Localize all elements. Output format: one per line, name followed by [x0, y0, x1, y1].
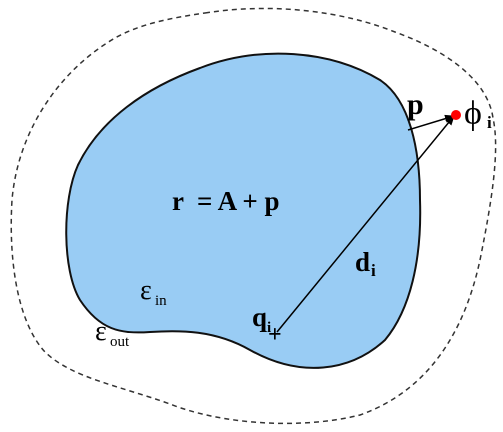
charge-marker: + — [268, 322, 282, 348]
outer-dielectric-label: ε — [95, 316, 107, 347]
potential-point — [451, 110, 461, 120]
probe-vector-arrow — [407, 114, 455, 131]
inner-dielectric-label: ε — [140, 275, 152, 306]
outer-dielectric-sub: out — [110, 334, 130, 350]
potential-label: ϕ — [464, 95, 482, 132]
potential-index: i — [487, 113, 492, 132]
probe-vector-label: p — [407, 88, 424, 121]
equation-label: r = A + p — [172, 186, 280, 216]
outer-dashed-boundary — [10, 7, 497, 425]
inner-dielectric-sub: in — [155, 293, 167, 309]
charge-index: i — [267, 320, 271, 336]
distance-label: d — [355, 247, 370, 277]
distance-index: i — [371, 261, 376, 280]
charge-label: q — [252, 302, 267, 332]
distance-vector — [276, 115, 455, 333]
molecule-region — [65, 52, 422, 369]
